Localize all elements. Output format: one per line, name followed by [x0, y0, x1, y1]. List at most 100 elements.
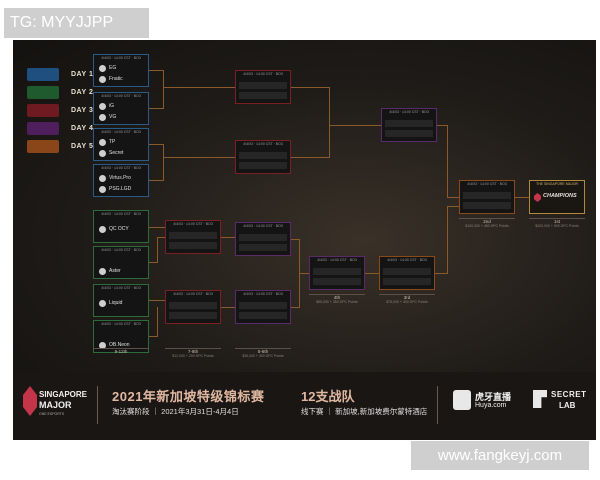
- bracket-line: [149, 108, 163, 109]
- team-logo-icon: [99, 186, 106, 193]
- placement-label-9-12: 9-12th: [93, 348, 149, 354]
- match-header: 4/4/03 · 14:00 CST · BO3: [243, 142, 283, 146]
- team-slot: [385, 130, 433, 137]
- bracket-line: [291, 239, 299, 240]
- lower-match-4: 4/4/03 · 14:00 CST · BO3 OB.Neon: [93, 320, 149, 353]
- teams-title: 12支战队: [301, 389, 355, 404]
- team-logo-icon: [99, 268, 106, 275]
- team-name: VG: [109, 114, 117, 120]
- team-logo-icon: [99, 175, 106, 182]
- team-row: QC OCY: [97, 224, 145, 235]
- bracket-line: [329, 125, 381, 126]
- champion-trophy-icon: [534, 193, 541, 202]
- team-name: OB.Neon: [109, 342, 130, 348]
- upper-match-1: 4/4/03 · 14:00 CST · BO3 EG Fnatic: [93, 54, 149, 87]
- secret-lab-logo: SECRET LAB: [533, 388, 588, 420]
- team-row: iG: [97, 101, 145, 112]
- grand-final: THE SINGAPORE MAJOR CHAMPIONS: [529, 180, 585, 214]
- legend-swatch: [27, 86, 59, 99]
- team-slot: [169, 242, 217, 249]
- placement-prize: $75,000 + 400 DPC Points: [386, 300, 428, 304]
- bracket-poster: DAY 1 DAY 2 DAY 3 DAY 4 DAY 5 4/4/03 · 1…: [13, 40, 596, 440]
- placement-text: 9-12th: [114, 349, 128, 354]
- lower-match-3: 4/4/03 · 14:00 CST · BO3 Liquid: [93, 284, 149, 317]
- team-name: Liquid: [109, 300, 123, 306]
- secret-lab-icon: [533, 390, 547, 408]
- lower-round2-match-1: 4/4/03 · 14:00 CST · BO3: [165, 220, 221, 254]
- placement-prize: $12,000 + 200 DPC Points: [172, 354, 214, 358]
- upper-match-4: 4/4/03 · 14:00 CST · BO3 Virtus.Pro PSG.…: [93, 164, 149, 197]
- logo-tag: ONE ESPORTS: [39, 412, 65, 416]
- legend-label: DAY 3: [71, 107, 94, 114]
- legend-label: DAY 5: [71, 143, 94, 150]
- team-logo-icon: [99, 342, 106, 349]
- bracket-line: [291, 157, 329, 158]
- lower-quarterfinal: 4/4/03 · 14:00 CST · BO3: [309, 256, 365, 290]
- team-row: TP: [97, 137, 145, 148]
- team-slot: [239, 152, 287, 159]
- match-header: 4/4/03 · 14:00 CST · BO3: [101, 286, 141, 290]
- bracket-line: [365, 273, 379, 274]
- bracket-line: [437, 125, 447, 126]
- bracket-line: [157, 307, 158, 337]
- bracket-line: [157, 237, 158, 263]
- legend-day-4: DAY 4: [27, 122, 105, 135]
- team-logo-icon: [99, 300, 106, 307]
- lower-round2-match-2: 4/4/03 · 14:00 CST · BO3: [165, 290, 221, 324]
- bracket-line: [447, 125, 448, 197]
- placement-prize: $200,000 + 500 DPC Points: [535, 224, 579, 228]
- team-row: PSG.LGD: [97, 184, 145, 195]
- placement-label-2: 2nd $100,000 + 450 DPC Points: [459, 218, 515, 228]
- placement-label-3: 3rd $75,000 + 400 DPC Points: [379, 294, 435, 304]
- placement-text: 2nd: [483, 219, 491, 224]
- team-logo-icon: [99, 139, 106, 146]
- bracket-line: [221, 307, 235, 308]
- team-logo-icon: [99, 65, 106, 72]
- legend-day-1: DAY 1: [27, 68, 105, 81]
- match-header: 4/4/03 · 14:00 CST · BO3: [101, 322, 141, 326]
- singapore-major-logo: SINGAPORE MAJOR ONE ESPORTS: [21, 382, 87, 430]
- match-header: 4/4/03 · 14:00 CST · BO3: [243, 292, 283, 296]
- bracket-line: [221, 237, 235, 238]
- upper-semifinal-1: 4/4/03 · 14:00 CST · BO3: [235, 70, 291, 104]
- team-row: Secret: [97, 148, 145, 159]
- team-name: PSG.LGD: [109, 186, 132, 192]
- bracket-line: [163, 70, 164, 109]
- team-row: Liquid: [97, 298, 145, 309]
- legend-swatch: [27, 140, 59, 153]
- secret-lab-line2: LAB: [559, 401, 576, 410]
- bracket-line: [149, 227, 165, 228]
- team-row: Fnatic: [97, 74, 145, 85]
- team-logo-icon: [99, 103, 106, 110]
- team-name: Secret: [109, 150, 124, 156]
- huya-icon: [453, 390, 471, 410]
- match-header: 4/4/03 · 14:00 CST · BO3: [101, 56, 141, 60]
- secret-lab-line1: SECRET: [551, 390, 587, 399]
- legend-day-3: DAY 3: [27, 104, 105, 117]
- legend-label: DAY 1: [71, 71, 94, 78]
- lower-match-2: 4/4/03 · 14:00 CST · BO3 Aster: [93, 246, 149, 279]
- grand-final-header: THE SINGAPORE MAJOR: [535, 182, 578, 186]
- teams-subtitle: 线下赛 ｜ 新加坡,新加坡费尔蒙特酒店: [301, 407, 428, 416]
- bracket-line: [447, 206, 448, 274]
- footer-divider: [437, 386, 438, 424]
- event-title: 2021年新加坡特级锦标赛: [112, 389, 265, 404]
- team-logo-icon: [99, 114, 106, 121]
- team-logo-icon: [99, 150, 106, 157]
- bracket-line: [149, 336, 157, 337]
- huya-en: Huya.com: [475, 402, 507, 409]
- bracket-line: [163, 87, 235, 88]
- placement-text: 3rd: [403, 295, 411, 300]
- legend-swatch: [27, 68, 59, 81]
- match-header: 4/4/03 · 14:00 CST · BO3: [101, 248, 141, 252]
- bracket-line: [149, 70, 163, 71]
- team-name: Aster: [109, 268, 121, 274]
- team-slot: [169, 232, 217, 239]
- bracket-line: [447, 197, 459, 198]
- team-logo-icon: [99, 76, 106, 83]
- team-row: OB.Neon: [97, 340, 145, 351]
- match-header: 4/4/03 · 14:00 CST · BO3: [101, 166, 141, 170]
- bracket-line: [329, 87, 330, 158]
- placement-label-7-8: 7-8th $12,000 + 200 DPC Points: [165, 348, 221, 358]
- bracket-line: [163, 157, 235, 158]
